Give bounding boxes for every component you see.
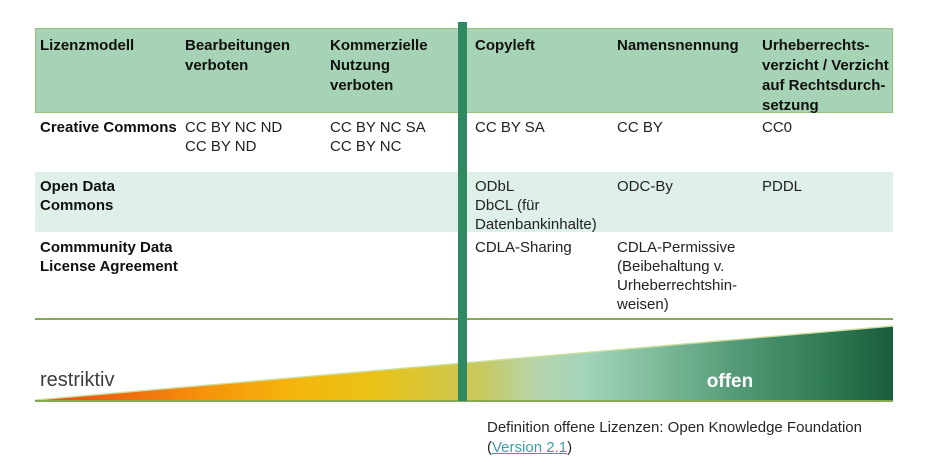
table-cell: PDDL (762, 178, 803, 195)
open-license-divider-bar (458, 22, 467, 401)
row-label-open-data-commons: Open Data Commons (40, 178, 116, 214)
table-cell: CDLA-Permissive (Beibehaltung v. Urheber… (617, 239, 738, 313)
wedge-bottom-line (35, 400, 893, 402)
footer-version-line: (Version 2.1) (487, 438, 862, 458)
footer-definition-text: Definition offene Lizenzen: Open Knowled… (487, 419, 862, 436)
offen-label: offen (706, 371, 754, 392)
row-label-creative-commons: Creative Commons (40, 119, 177, 136)
table-cell: ODC-By (617, 178, 673, 195)
table-cell: CC BY NC SA CC BY NC (330, 119, 426, 155)
column-header-lizenzmodell: Lizenzmodell (40, 37, 135, 54)
table-cell: CC BY SA (475, 119, 545, 136)
table-cell: CC0 (762, 119, 793, 136)
footer-definition: Definition offene Lizenzen: Open Knowled… (487, 418, 862, 458)
table-cell: ODbL DbCL (für Datenbankinhalte) (475, 178, 597, 233)
column-header-kommerzielle-nutzung-verboten: Kommerzielle Nutzung verboten (330, 37, 428, 94)
row-label-community-data-license-agreement: Commmunity Data License Agreement (40, 239, 178, 275)
table-cell: CC BY NC ND CC BY ND (185, 119, 283, 155)
column-header-copyleft: Copyleft (475, 37, 535, 54)
paren-close: ) (567, 439, 573, 456)
table-cell: CC BY (617, 119, 663, 136)
version-link[interactable]: Version 2.1 (492, 439, 568, 456)
column-header-bearbeitungen-verboten: Bearbeitungen verboten (185, 37, 291, 74)
column-header-namensnennung: Namensnennung (617, 37, 739, 54)
restriktiv-label: restriktiv (40, 369, 115, 391)
column-header-urheberrechtsverzicht: Urheberrechts- verzicht / Verzicht auf R… (762, 37, 889, 114)
table-cell: CDLA-Sharing (475, 239, 572, 256)
paren-open: ( (487, 439, 492, 456)
